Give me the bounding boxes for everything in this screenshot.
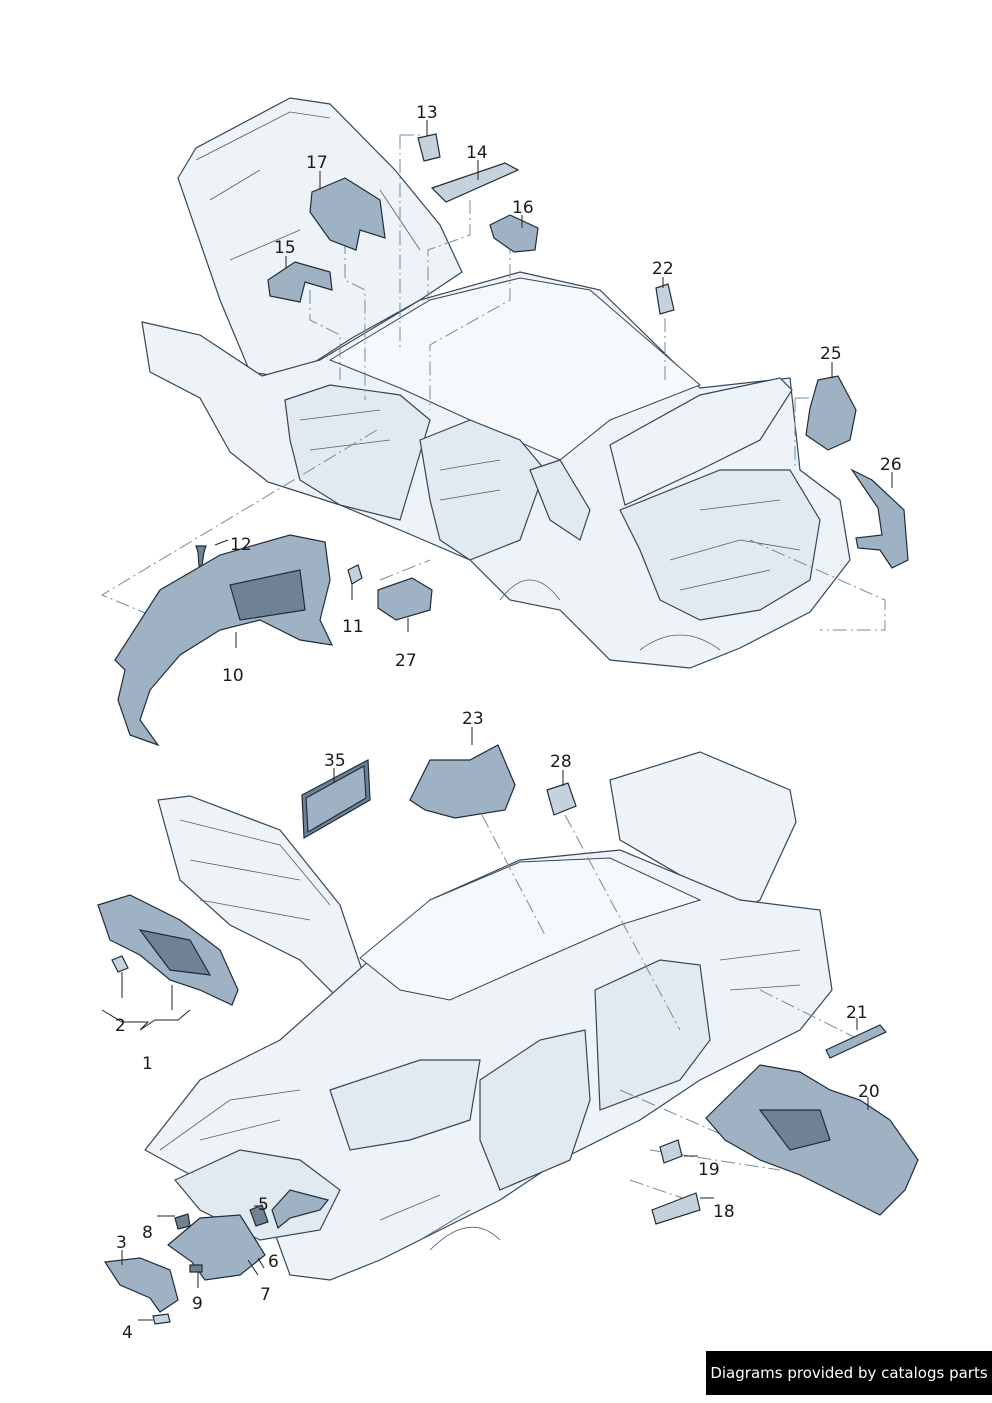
part-35-mat [301,759,371,840]
callout-5: 5 [258,1195,269,1215]
part-27-block [377,577,433,621]
callout-20: 20 [858,1082,880,1102]
part-3-panel [103,1257,179,1313]
callout-22: 22 [652,259,674,279]
callout-28: 28 [550,752,572,772]
part-9-screw [189,1264,203,1273]
part-5-bracket [271,1189,330,1230]
part-22-pad [655,283,675,315]
footer-credit-banner: Diagrams provided by catalogs parts [706,1351,992,1395]
lower-car-body [144,751,833,1281]
part-18-strip [651,1192,701,1225]
callout-1: 1 [142,1054,153,1074]
part-15-clip [267,261,333,303]
callout-17: 17 [306,153,328,173]
callout-35: 35 [324,751,346,771]
callout-10: 10 [222,666,244,686]
part-19-pad [659,1139,683,1164]
callout-3: 3 [116,1233,127,1253]
callout-27: 27 [395,651,417,671]
part-13-pad [417,133,441,162]
callout-leaders [101,120,893,1321]
part-23-insulation [409,744,516,819]
part-25-bracket [805,375,857,451]
part-14-strip [430,162,520,203]
callout-labels: 13 14 16 17 15 22 25 26 12 11 27 10 35 2… [115,103,902,1343]
callout-9: 9 [192,1294,203,1314]
callout-21: 21 [846,1003,868,1023]
callout-19: 19 [698,1160,720,1180]
part-26-panel [850,468,909,569]
callout-15: 15 [274,238,296,258]
part-10-wheelhouse-liner [114,534,334,747]
callout-23: 23 [462,709,484,729]
upper-assembly-lines [100,134,886,631]
part-17-insulation [309,177,386,251]
part-28-block [546,782,577,816]
callout-11: 11 [342,617,364,637]
part-11-clip [347,564,363,585]
upper-car-body [141,97,851,669]
part-8-clip [174,1213,191,1230]
callout-16: 16 [512,198,534,218]
part-1-liner [97,894,239,1006]
part-4-clip [152,1313,171,1325]
callout-12: 12 [230,535,252,555]
part-2-clip [111,955,129,973]
callout-7: 7 [260,1285,271,1305]
part-16-bracket [489,214,539,253]
part-6-bracket [249,1204,269,1227]
footer-credit-text: Diagrams provided by catalogs parts [710,1364,988,1382]
part-20-trunk-floor [705,1064,919,1216]
lower-assembly-lines [481,814,861,1201]
callout-26: 26 [880,455,902,475]
callout-18: 18 [713,1202,735,1222]
callout-25: 25 [820,344,842,364]
part-12-screw [195,545,207,567]
callout-4: 4 [122,1323,133,1343]
callout-8: 8 [142,1223,153,1243]
part-21-strip [825,1024,887,1059]
callout-13: 13 [416,103,438,123]
callout-6: 6 [268,1252,279,1272]
callout-14: 14 [466,143,488,163]
callout-2: 2 [115,1016,126,1036]
